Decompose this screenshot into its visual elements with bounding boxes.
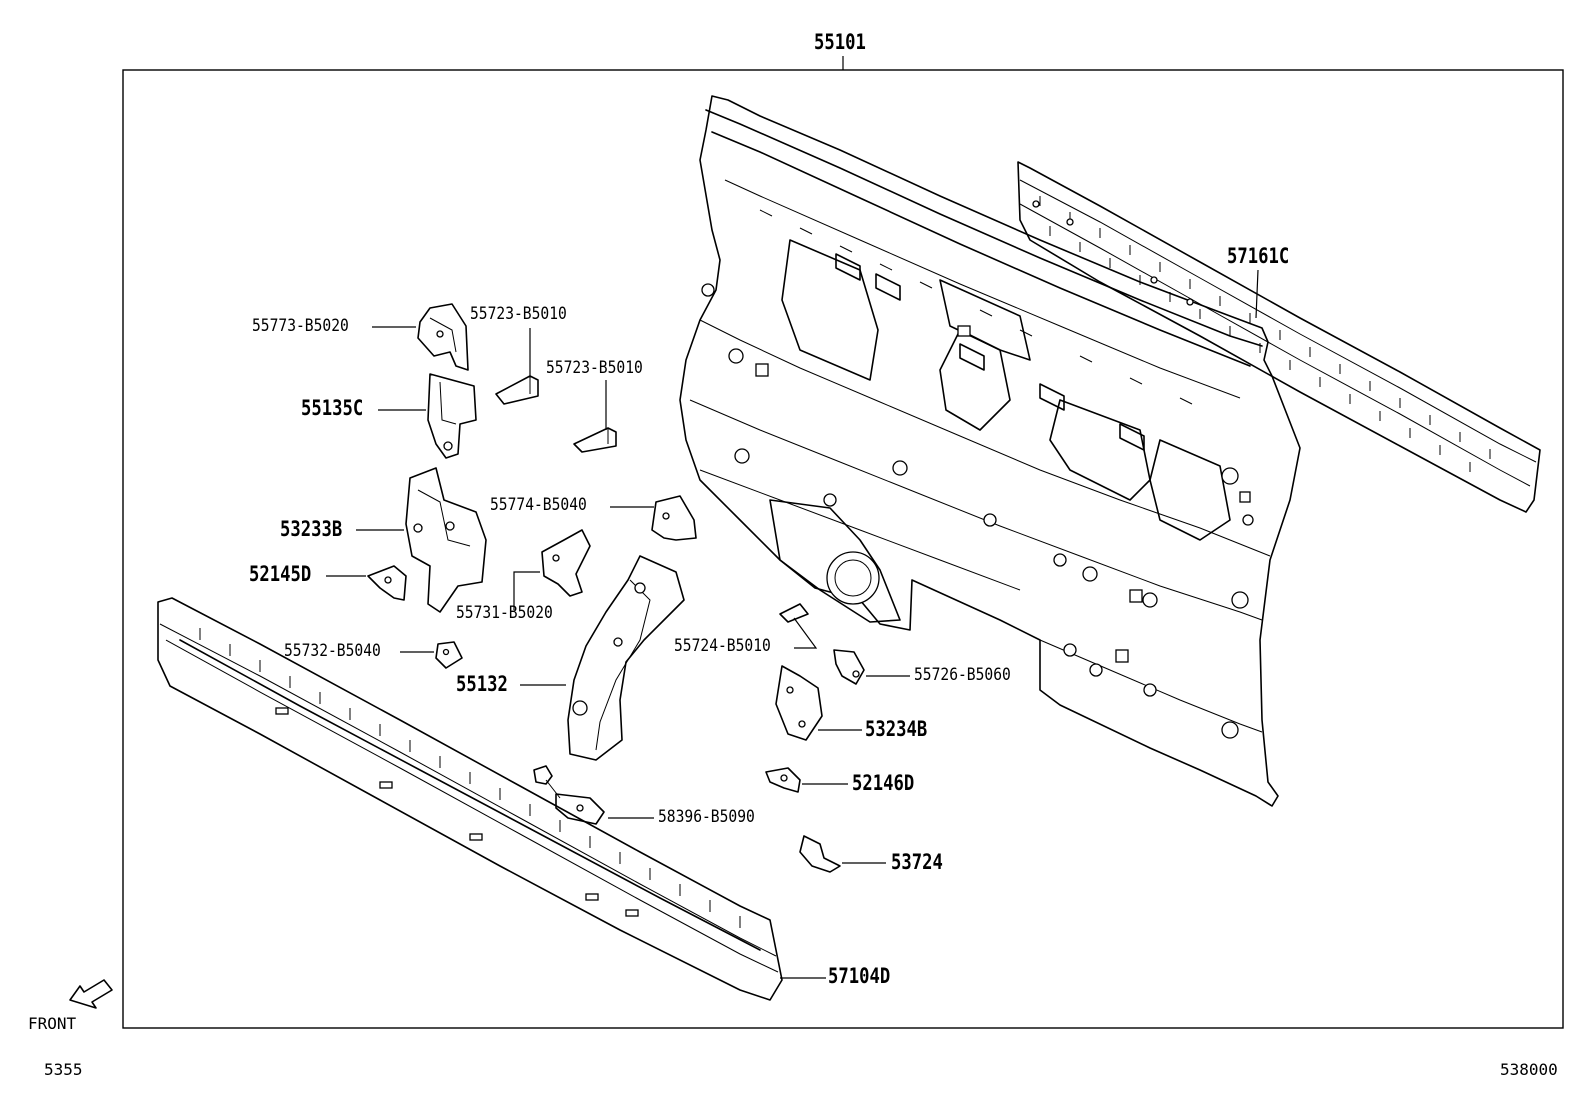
lower-rail-57104D (157, 597, 783, 1001)
callout-52146D: 52146D (852, 771, 915, 795)
callout-52145D: 52145D (249, 562, 312, 586)
callout-57161C: 57161C (1227, 244, 1290, 268)
crossmember-57161C (1017, 161, 1541, 513)
front-arrow-icon (69, 979, 113, 1009)
bracket-53233B (405, 467, 487, 613)
callout-53234B: 53234B (865, 717, 928, 741)
callout-55774-B5040: 55774-B5040 (490, 495, 587, 515)
diagram-frame (122, 69, 1564, 1029)
bracket-55731 (541, 529, 591, 597)
bracket-55726 (833, 649, 865, 685)
bracket-55723a (495, 375, 539, 405)
callout-57104D: 57104D (828, 964, 891, 988)
callout-55723-B5010-a: 55723-B5010 (470, 304, 567, 324)
callout-55723-B5010-b: 55723-B5010 (546, 358, 643, 378)
page-code-right: 538000 (1500, 1060, 1558, 1079)
callout-55724-B5010: 55724-B5010 (674, 636, 771, 656)
bracket-55773 (417, 303, 469, 371)
bracket-53724 (799, 835, 841, 873)
bracket-53234B (775, 665, 823, 741)
bracket-52146D (765, 767, 801, 793)
reinforcement-55132 (567, 555, 685, 761)
back-panel-55101 (679, 95, 1301, 807)
callout-55732-B5040: 55732-B5040 (284, 641, 381, 661)
bracket-55724 (779, 603, 809, 623)
callout-53724: 53724 (891, 850, 943, 874)
callout-55773-B5020: 55773-B5020 (252, 316, 349, 336)
bracket-55135C (427, 373, 477, 459)
bracket-55723b (573, 427, 617, 453)
front-label: FRONT (28, 1014, 77, 1033)
callout-55726-B5060: 55726-B5060 (914, 665, 1011, 685)
callout-58396-B5090: 58396-B5090 (658, 807, 755, 827)
callout-55101: 55101 (814, 30, 866, 54)
callout-55132: 55132 (456, 672, 508, 696)
page-code-left: 5355 (44, 1060, 83, 1079)
bracket-55732 (435, 641, 463, 669)
callout-55135C: 55135C (301, 396, 364, 420)
callout-55731-B5020: 55731-B5020 (456, 603, 553, 623)
bracket-55774 (651, 495, 697, 541)
callout-53233B: 53233B (280, 517, 343, 541)
hook-58396 (533, 765, 605, 825)
bracket-52145D (367, 565, 407, 601)
